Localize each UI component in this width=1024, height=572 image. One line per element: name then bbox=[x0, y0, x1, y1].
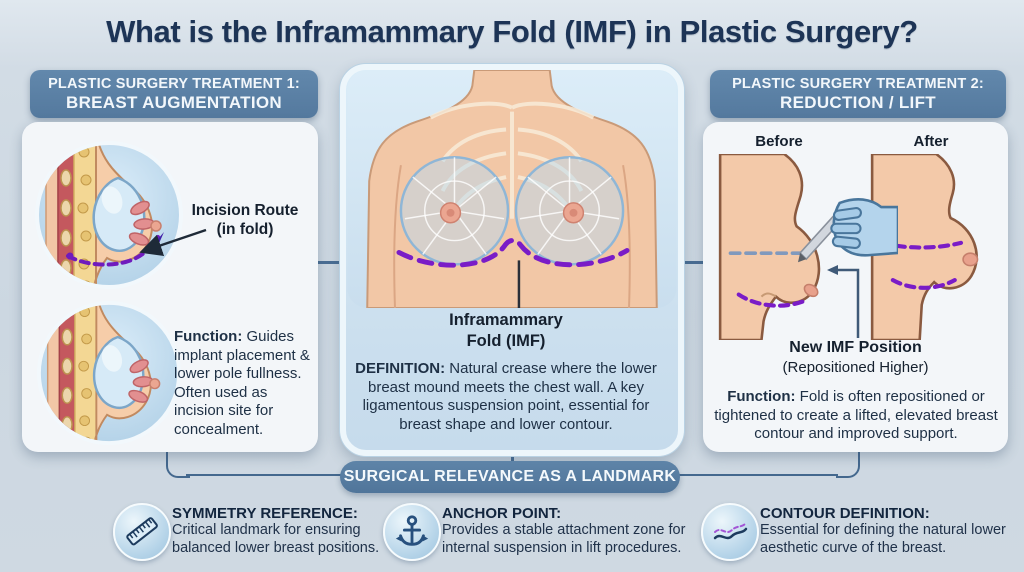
left-function-body: Guides implant placement & lower pole fu… bbox=[174, 328, 310, 438]
right-function-label: Function: bbox=[727, 388, 796, 405]
incision-route-line1: Incision Route bbox=[191, 202, 299, 219]
right-header-line1: PLASTIC SURGERY TREATMENT 2: bbox=[732, 75, 984, 92]
connector-elbow-right bbox=[836, 450, 860, 478]
left-header-line2: BREAST AUGMENTATION bbox=[66, 92, 282, 112]
anchor-title: ANCHOR POINT: bbox=[442, 505, 562, 522]
symmetry-text: Critical landmark for ensuring balanced … bbox=[172, 522, 380, 556]
surgical-relevance-banner: SURGICAL RELEVANCE AS A LANDMARK bbox=[340, 461, 680, 493]
symmetry-title: SYMMETRY REFERENCE: bbox=[172, 505, 358, 522]
torso-anatomy-illustration bbox=[347, 70, 677, 308]
connector-center-vertical bbox=[511, 450, 514, 463]
new-imf-pointer-arrow bbox=[827, 265, 860, 338]
connector-center-right bbox=[682, 261, 710, 264]
incision-route-label: Incision Route (in fold) bbox=[180, 201, 310, 240]
left-panel-header: PLASTIC SURGERY TREATMENT 1: BREAST AUGM… bbox=[30, 70, 318, 118]
breast-cross-section-illustration-2 bbox=[36, 300, 182, 446]
contour-icon bbox=[713, 522, 748, 540]
incision-route-line2: (in fold) bbox=[216, 221, 274, 239]
imf-label-line2: Fold (IMF) bbox=[466, 331, 546, 350]
footer-item-anchor: ANCHOR POINT: Provides a stable attachme… bbox=[442, 505, 700, 558]
left-function-text: Function: Guides implant placement & low… bbox=[174, 328, 314, 440]
contour-text: Essential for defining the natural lower… bbox=[760, 522, 1006, 556]
contour-title: CONTOUR DEFINITION: bbox=[760, 505, 930, 522]
surgeon-hand-marker-illustration bbox=[798, 197, 898, 263]
contour-icon-badge bbox=[701, 503, 759, 561]
symmetry-icon-badge bbox=[113, 503, 171, 561]
breast-cross-section-illustration-1 bbox=[35, 141, 183, 289]
anchor-text: Provides a stable attachment zone for in… bbox=[442, 522, 686, 556]
imf-label-line1: Inframammary bbox=[449, 311, 563, 329]
incision-arrow bbox=[139, 228, 207, 257]
right-header-line2: REDUCTION / LIFT bbox=[780, 92, 936, 112]
connector-left-center bbox=[316, 261, 342, 264]
left-header-line1: PLASTIC SURGERY TREATMENT 1: bbox=[48, 75, 300, 92]
right-function-text: Function: Fold is often repositioned or … bbox=[712, 388, 1000, 444]
before-label: Before bbox=[755, 133, 803, 150]
anchor-icon bbox=[395, 515, 429, 546]
anchor-icon-badge bbox=[383, 503, 441, 561]
footer-item-contour: CONTOUR DEFINITION: Essential for defini… bbox=[760, 505, 1014, 558]
after-label: After bbox=[913, 133, 949, 150]
before-breast-illustration bbox=[718, 154, 821, 340]
new-imf-line2: (Repositioned Higher) bbox=[782, 359, 929, 377]
footer-item-symmetry: SYMMETRY REFERENCE: Critical landmark fo… bbox=[172, 505, 396, 558]
definition-body: Natural crease where the lower breast mo… bbox=[362, 360, 657, 433]
new-imf-label: New IMF Position (Repositioned Higher) bbox=[703, 338, 1008, 378]
new-imf-line1: New IMF Position bbox=[789, 339, 922, 356]
right-panel-header: PLASTIC SURGERY TREATMENT 2: REDUCTION /… bbox=[710, 70, 1006, 118]
connector-elbow-left bbox=[166, 450, 190, 478]
right-function-body: Fold is often repositioned or tightened … bbox=[714, 388, 998, 443]
left-function-label: Function: bbox=[174, 328, 243, 345]
imf-label: Inframammary Fold (IMF) bbox=[340, 310, 672, 351]
page-title: What is the Inframammary Fold (IMF) in P… bbox=[106, 14, 918, 49]
ruler-icon bbox=[126, 517, 158, 546]
definition-label: DEFINITION: bbox=[355, 360, 446, 377]
imf-definition: DEFINITION: Natural crease where the low… bbox=[352, 360, 660, 434]
